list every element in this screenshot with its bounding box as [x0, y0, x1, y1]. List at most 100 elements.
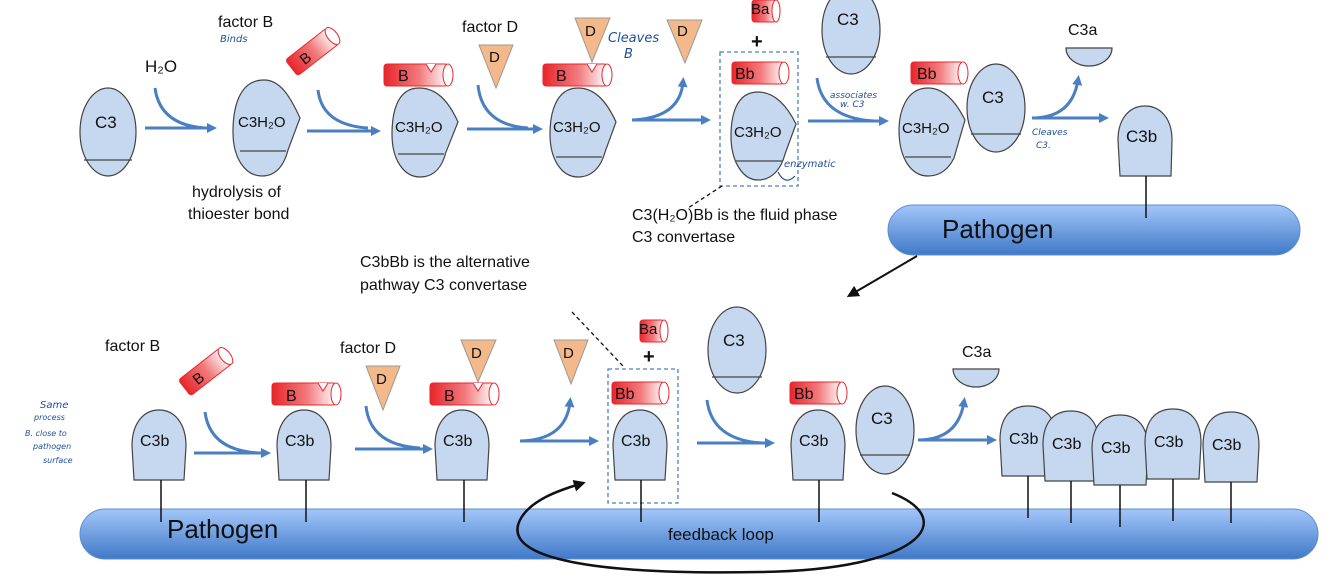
c3b-cluster-shape: [1202, 411, 1260, 483]
same-process-note-4: pathogen: [32, 442, 71, 451]
row-transition-arrow: [846, 255, 918, 298]
c3-incoming-bottom: C3: [707, 306, 767, 394]
c3h2o-bb-2-label: C3H₂O: [902, 120, 950, 137]
c3a-fragment-top: [1065, 47, 1113, 67]
d-label-2: D: [585, 23, 596, 40]
c3-label: C3: [95, 113, 117, 132]
alt-convertase-box: Bb C3b: [607, 368, 679, 522]
c3-protein: C3: [79, 87, 137, 177]
c3b-cluster-item: C3b: [999, 405, 1057, 518]
d-release-arrow-bottom: [519, 397, 575, 443]
c3b-cluster-item: C3b: [1202, 411, 1260, 523]
factor-b-label: factor B: [218, 14, 273, 31]
d-label-1: D: [489, 49, 500, 66]
b-label: B: [398, 68, 409, 85]
same-process-note-1: Same: [40, 400, 68, 411]
c3b-cluster-shape: [1144, 408, 1202, 480]
alt-convertase-label-2: pathway C3 convertase: [360, 277, 527, 294]
c3b-bb-label: C3b: [621, 433, 650, 450]
c3h2o-protein: C3H₂O: [232, 79, 301, 177]
c3a-release-arrow-bottom: [917, 397, 969, 442]
fluid-phase-label-2: C3 convertase: [632, 229, 735, 246]
fluid-phase-leader: [687, 185, 723, 209]
ba-fragment-bottom: Ba: [639, 319, 669, 343]
ba-fragment-top: Ba: [751, 0, 781, 23]
plus-sign-top: +: [751, 31, 763, 53]
c3-bound-bottom-label: C3: [871, 409, 893, 428]
factor-d-1: D: [478, 44, 514, 90]
c3b-cluster-item: C3b: [1091, 414, 1149, 527]
b-label-bottom-2: B: [444, 388, 455, 405]
c3a-label-top: C3a: [1068, 22, 1097, 39]
factor-d-released: D: [666, 19, 703, 65]
c3-bound-label: C3: [982, 88, 1004, 107]
ba-bottom-label: Ba: [639, 321, 658, 338]
same-process-note-5: surface: [43, 456, 73, 465]
c3b-cluster-item: C3b: [1144, 408, 1202, 521]
d-release-arrow: [631, 77, 688, 122]
same-process-note-2: process: [33, 413, 65, 422]
d-label-3: D: [677, 23, 688, 40]
c3b-bottom-1: C3b: [131, 409, 187, 522]
same-process-note-3: B. close to: [25, 429, 67, 438]
pathogen-bottom-label: Pathogen: [167, 514, 278, 544]
factor-d-bottom-1: D: [365, 365, 401, 412]
factor-b-label-bottom: factor B: [105, 338, 160, 355]
c3h2o-b-d-label: C3H₂O: [553, 119, 601, 136]
c3b-on-pathogen-top: C3b: [1117, 105, 1173, 218]
c3b-top-label: C3b: [1126, 127, 1157, 146]
factor-d-label: factor D: [462, 19, 518, 36]
cleaves-b-note-1: Cleaves: [608, 31, 659, 46]
c3b-cluster-label: C3b: [1009, 431, 1038, 448]
pathogen-bottom: Pathogen feedback loop: [79, 508, 1319, 560]
plus-sign-bottom: +: [643, 346, 655, 368]
c3-incoming-label: C3: [837, 10, 859, 29]
c3a-fragment-bottom: [952, 368, 1000, 388]
bb-label: Bb: [735, 66, 755, 83]
pathogen-top: Pathogen: [887, 204, 1301, 256]
factor-b-tilted-bottom: B: [179, 347, 234, 396]
c3b-b-d-label: C3b: [443, 433, 472, 450]
factor-b-tilted: B: [286, 27, 341, 76]
b-label-2: B: [556, 68, 567, 85]
c3h2o-b-complex: B C3H₂O: [383, 63, 459, 178]
c3b-b-label: C3b: [285, 433, 314, 450]
factor-d-label-bottom: factor D: [340, 340, 396, 357]
c3-associate-arrow-bottom: [705, 399, 763, 445]
d-bottom-label-3: D: [563, 345, 574, 362]
h2o-label: H₂O: [145, 57, 177, 76]
alt-convertase-leader: [571, 311, 624, 367]
feedback-loop-label: feedback loop: [668, 525, 774, 544]
c3h2o-bb-label: C3H₂O: [734, 124, 782, 141]
binds-note: Binds: [220, 34, 248, 45]
c3h2o-b-label: C3H₂O: [395, 119, 443, 136]
cleaves-c3-note-2: C3.: [1036, 141, 1051, 151]
factor-d-arrow: [476, 84, 529, 130]
fluid-phase-convertase-box: Bb C3H₂O: [719, 51, 799, 187]
cleaves-b-note-2: B: [624, 47, 633, 62]
c3h2o-label: C3H₂O: [238, 114, 286, 131]
d-bottom-label-1: D: [376, 371, 387, 388]
feedback-loop-arrow: [516, 479, 925, 574]
c3-incoming-bottom-label: C3: [723, 331, 745, 350]
bb-bottom-label: Bb: [615, 386, 635, 403]
c3b-cluster-label: C3b: [1212, 437, 1241, 454]
c3b-b-bottom: B C3b: [271, 382, 342, 522]
alt-convertase-label-1: C3bBb is the alternative: [360, 254, 530, 271]
c3b-cluster-item: C3b: [1042, 410, 1100, 523]
enzymatic-curl: [777, 171, 796, 181]
hydrolysis-label-2: thioester bond: [188, 206, 289, 223]
factor-b-arrow: [316, 89, 369, 130]
associates-note-2: w. C3: [840, 100, 865, 110]
cleaves-c3-note-1: Cleaves: [1032, 128, 1068, 138]
enzymatic-note: enzymatic: [784, 159, 836, 170]
alt-convertase-with-c3: Bb C3b C3: [789, 381, 915, 522]
c3b-cluster-label: C3b: [1101, 440, 1130, 457]
c3b-bottom-1-label: C3b: [140, 433, 169, 450]
c3b-cluster-label: C3b: [1052, 436, 1081, 453]
factor-b-arrow-bottom: [203, 411, 259, 455]
associates-note-1: associates: [830, 91, 877, 101]
hydrolysis-label-1: hydrolysis of: [192, 184, 281, 201]
